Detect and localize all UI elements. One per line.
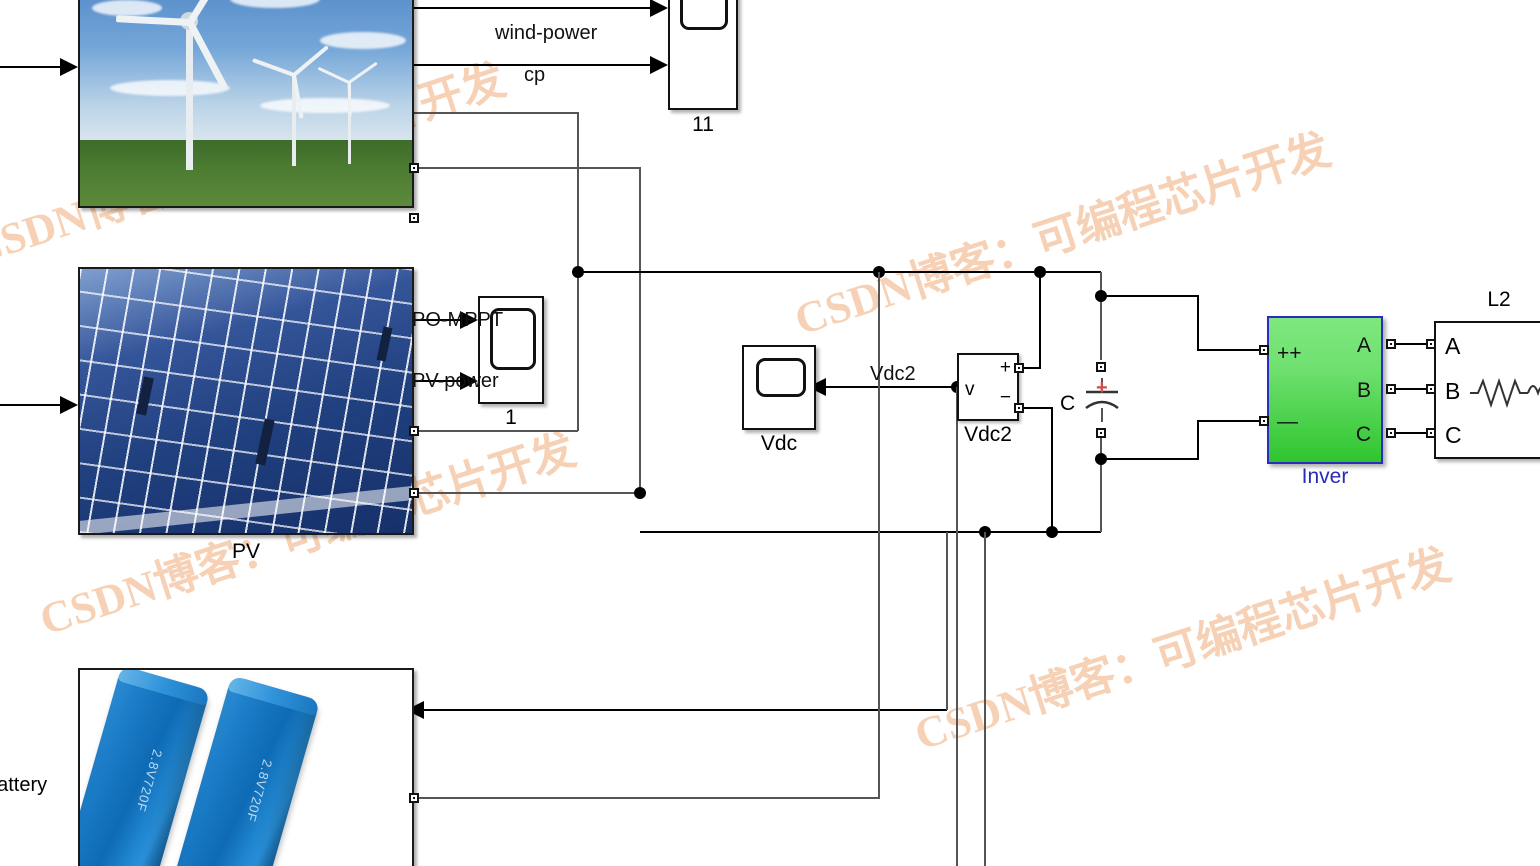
inverter-dc-plus-port[interactable] [1259,345,1269,355]
battery-cell-text: 2.8V720F [133,747,166,814]
arrowhead-wind-input [60,58,78,76]
wind-turbine-icon [115,0,233,170]
resistor-inductor-symbol [1470,377,1540,409]
vdc2-pin-plus: + [999,357,1011,378]
inverter-output-label-b: B [1356,379,1371,402]
l2-terminal-label-a: A [1445,333,1461,359]
cloud-shape [230,0,320,8]
wire-battery-port [414,272,880,799]
capacitor-label: C [1060,392,1076,415]
turbine-mast [348,82,351,164]
scope-block-1[interactable] [478,296,544,404]
arrowhead-wind-power [650,0,668,17]
wind-port-b[interactable] [409,213,419,223]
capacitor-port-top[interactable] [1096,362,1106,372]
capacitor-symbol [1085,378,1119,422]
inverter-out-a-port[interactable] [1386,339,1396,349]
arrowhead-po-mppt [460,311,478,329]
turbine-mast [292,74,296,166]
scope-11-label: 11 [692,113,714,136]
capacitor-port-bottom[interactable] [1096,428,1106,438]
l2-terminal-label-c: C [1445,422,1462,448]
vdc2-port-minus[interactable] [1014,403,1024,413]
l2-terminal-label-b: B [1445,378,1461,404]
l2-block-label: L2 [1487,288,1511,311]
inverter-out-b-port[interactable] [1386,384,1396,394]
super-battery-block[interactable]: 2.8V720F 2.8V720F [78,668,414,866]
vdc2-pin-minus: − [999,387,1011,408]
signal-label-vdc2: Vdc2 [870,363,916,385]
arrowhead-pv-power [460,372,478,390]
wire-vdc2-plus [1019,272,1041,369]
vdc2-block-label: Vdc2 [964,423,1012,446]
turbine-mast [186,20,193,170]
vdc2-pin-v: v [965,379,975,400]
scope-screen [490,308,536,370]
cloud-shape [110,80,230,96]
inverter-block[interactable]: ++ — A B C [1267,316,1383,464]
signal-label-po-mppt: PO-MPPT [412,309,504,331]
l2-port-b[interactable] [1426,384,1436,394]
inverter-block-label: Inver [1301,465,1349,488]
arrowhead-pv-input [60,396,78,414]
cloud-shape [320,32,406,49]
scope-screen [680,0,728,30]
scope-block-11[interactable] [668,0,738,110]
arrowhead-battery-feedback [406,701,424,719]
signal-label-pv-power: PV-power [412,370,499,392]
arrowhead-vdc-scope [808,378,826,396]
scope-vdc-label: Vdc [760,432,798,455]
cloud-shape [92,0,162,16]
battery-block-label: r_Battery [0,774,48,796]
capacitor-polarity-plus: + [1096,377,1108,399]
wind-turbine-block[interactable] [78,0,414,208]
wire-inverter-plus [1101,295,1259,351]
cloud-shape [260,98,390,113]
signal-label-cp: cp [524,64,546,86]
pv-panel-art [80,269,412,533]
scope-1-label: 1 [505,406,517,429]
inverter-dc-minus-port[interactable] [1259,416,1269,426]
scope-block-vdc[interactable] [742,345,816,430]
sky-background [80,0,412,141]
signal-label-wind-power: wind-power [495,22,598,44]
inverter-output-label-c: C [1355,423,1371,446]
voltage-measurement-vdc2[interactable]: v + − [957,353,1019,421]
junction-dot [572,266,584,278]
wire-vdc2-minus [1019,407,1053,532]
wire-inverter-minus [1101,420,1259,460]
wind-turbine-icon [317,61,378,164]
pv-port-b[interactable] [409,488,419,498]
pv-block-label: PV [231,540,260,563]
battery-port-a[interactable] [409,793,419,803]
inverter-output-label-a: A [1356,334,1371,357]
pv-array-block[interactable] [78,267,414,535]
wire-wind-portA [414,167,641,493]
junction-dot [634,487,646,499]
vdc2-port-plus[interactable] [1014,363,1024,373]
inverter-input-label-plus: ++ [1277,342,1302,365]
wind-turbine-icon [251,45,329,166]
l2-port-c[interactable] [1426,428,1436,438]
scope-screen [756,358,806,397]
l2-port-a[interactable] [1426,339,1436,349]
wind-port-a[interactable] [409,163,419,173]
wire-wind-portB [414,112,579,431]
ground-background [80,140,412,206]
battery-cell-text: 2.8V720F [243,757,276,824]
rlc-branch-l2[interactable]: A B C [1434,321,1540,459]
inverter-out-c-port[interactable] [1386,428,1396,438]
inverter-input-label-minus: — [1277,410,1298,433]
pv-port-a[interactable] [409,426,419,436]
arrowhead-cp [650,56,668,74]
